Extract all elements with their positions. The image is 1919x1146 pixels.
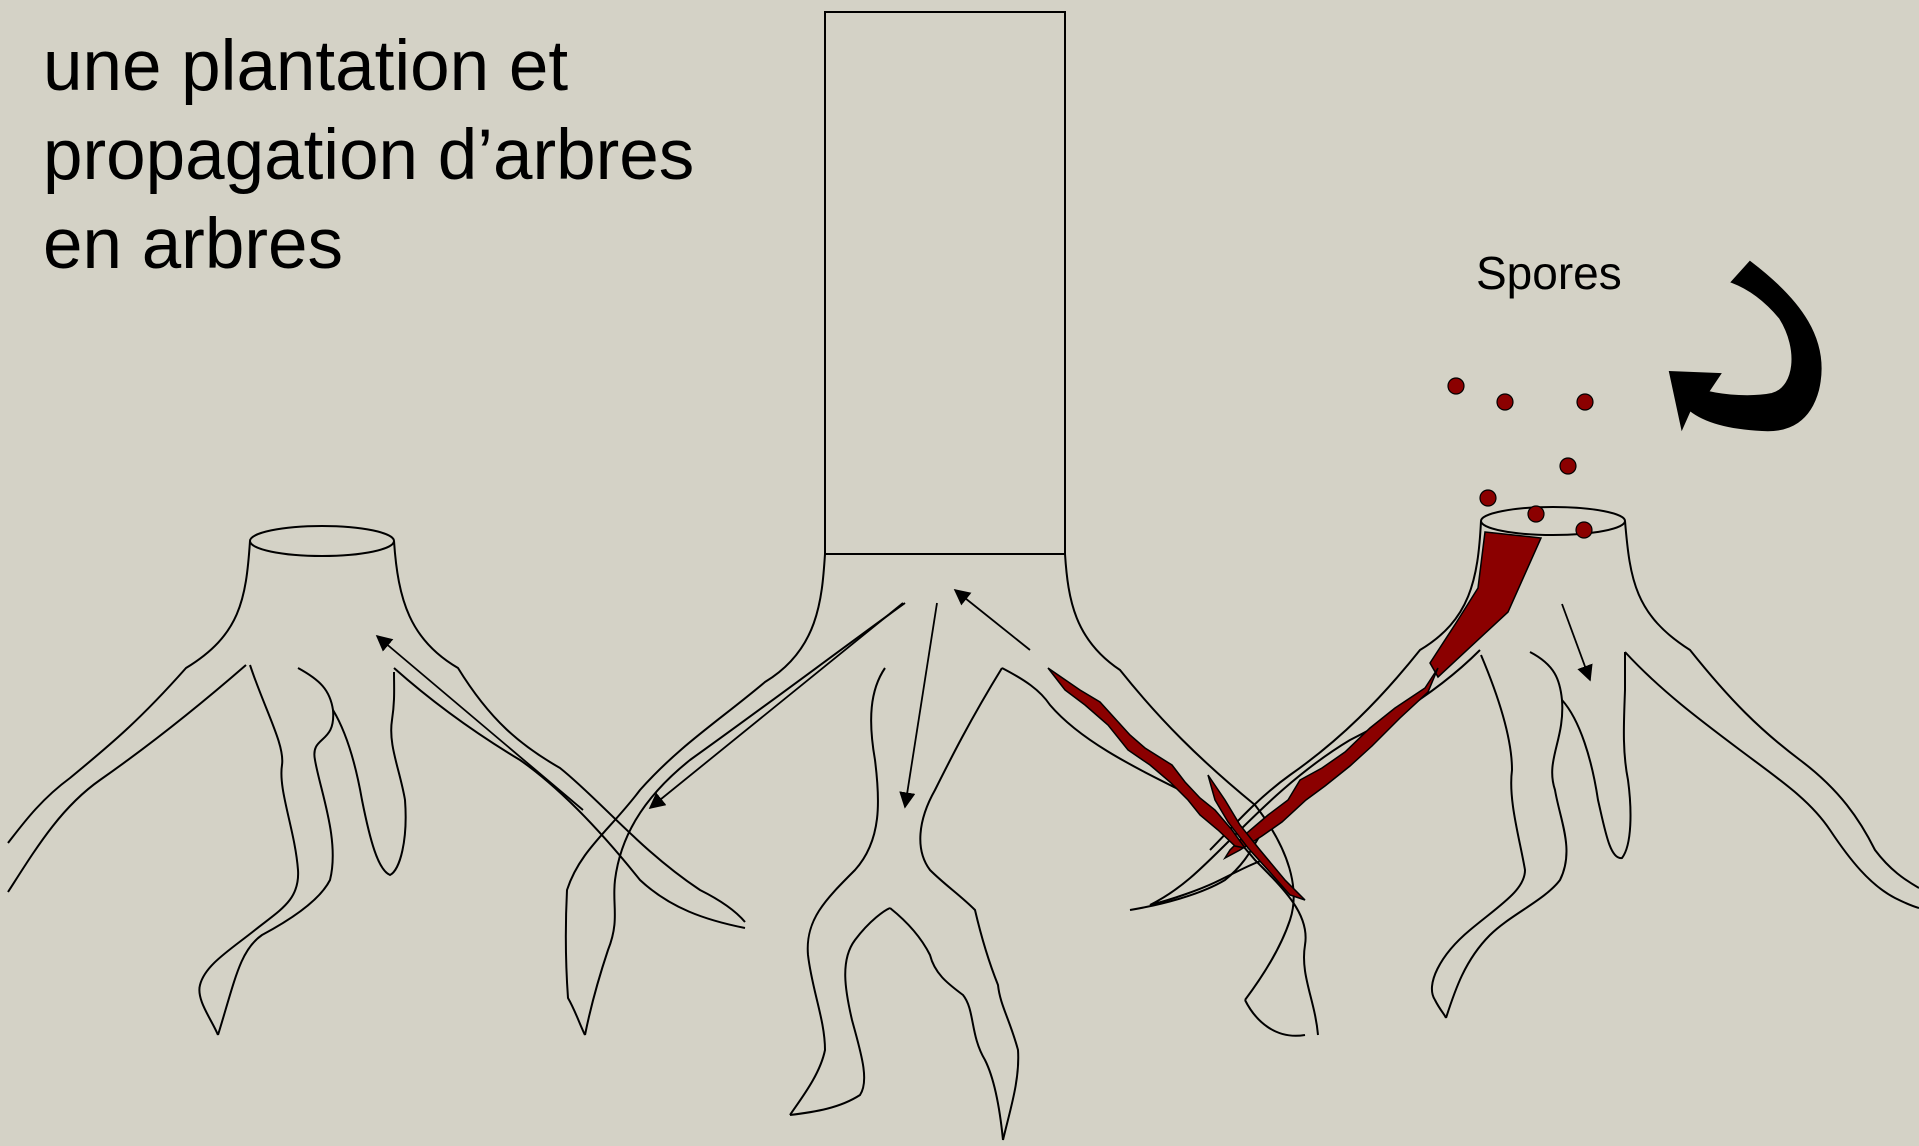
left-stump [8, 526, 745, 1035]
arrow-right-stump [1562, 604, 1590, 680]
left-stump-root-a [199, 665, 298, 1035]
center-root-middle [890, 908, 1003, 1140]
infection-stump-section [1430, 532, 1541, 677]
center-right-root [1002, 668, 1318, 1035]
right-stump-right-flank [1625, 521, 1919, 888]
arrow-center-up [955, 590, 1030, 650]
spore-dot [1497, 394, 1513, 410]
left-stump-right-flank [394, 541, 745, 922]
left-stump-root-b [333, 672, 406, 875]
spore-dot [1528, 506, 1544, 522]
arrow-center-left [650, 603, 903, 808]
arrow-left-stump [377, 636, 583, 810]
spore-dot [1560, 458, 1576, 474]
center-left-root [585, 603, 905, 1035]
right-stump [1150, 507, 1919, 1018]
arrow-center-down [905, 603, 937, 807]
right-stump-root-b [1562, 652, 1630, 858]
spore-dot [1577, 394, 1593, 410]
left-stump-top [250, 526, 394, 556]
right-stump-right-root-lower [1625, 652, 1919, 908]
spore-dot [1480, 490, 1496, 506]
center-root-middle-inner [920, 668, 1018, 1140]
infection-root-section [1225, 668, 1438, 858]
left-stump-root-a-inner [218, 668, 333, 1035]
center-root-mid-left [790, 668, 885, 1115]
curved-arrow-icon [1670, 262, 1821, 430]
center-trunk [825, 12, 1065, 554]
center-right-root-tip [1245, 1000, 1305, 1036]
infection-cross-section-1 [1048, 668, 1245, 848]
spore-dot [1576, 522, 1592, 538]
infection-path [1048, 532, 1541, 900]
right-stump-root-a [1432, 655, 1525, 1018]
left-stump-left-root-lower [8, 665, 246, 892]
center-root-mid-left-inner [790, 908, 890, 1115]
right-stump-root-a-inner [1446, 652, 1566, 1018]
spore-dot [1448, 378, 1464, 394]
right-stump-top [1481, 507, 1625, 535]
spores [1448, 378, 1593, 538]
center-tree [566, 12, 1318, 1140]
